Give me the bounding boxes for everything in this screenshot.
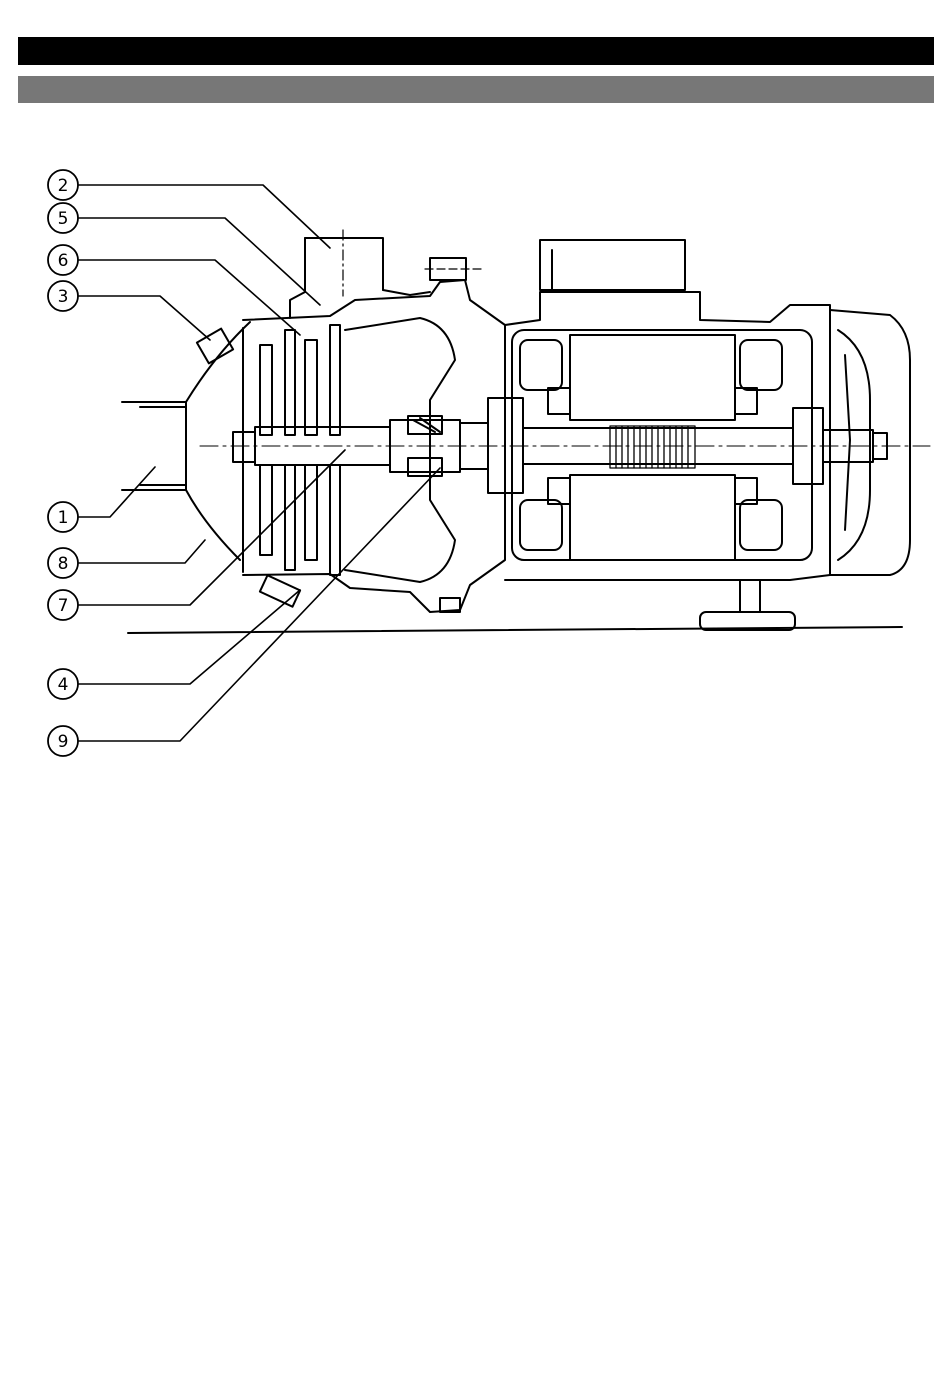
callout-4: 4 [58, 675, 69, 695]
discharge-outlet [290, 230, 430, 318]
rotor-core [610, 426, 695, 468]
leader-lines [79, 185, 440, 741]
motor-foot [700, 580, 795, 630]
callout-9: 9 [58, 732, 69, 752]
callout-8: 8 [58, 554, 69, 574]
callout-2: 2 [58, 176, 69, 196]
callout-7: 7 [58, 596, 69, 616]
impeller-stages [243, 318, 455, 582]
fan-cover [830, 310, 910, 575]
callout-6: 6 [58, 251, 69, 271]
drain-plug [260, 575, 300, 607]
motor-housing [505, 240, 830, 580]
callout-5: 5 [58, 209, 69, 229]
callout-3: 3 [58, 287, 69, 307]
pump-casing [243, 258, 505, 612]
suction-inlet [122, 322, 250, 560]
callout-1: 1 [58, 508, 69, 528]
